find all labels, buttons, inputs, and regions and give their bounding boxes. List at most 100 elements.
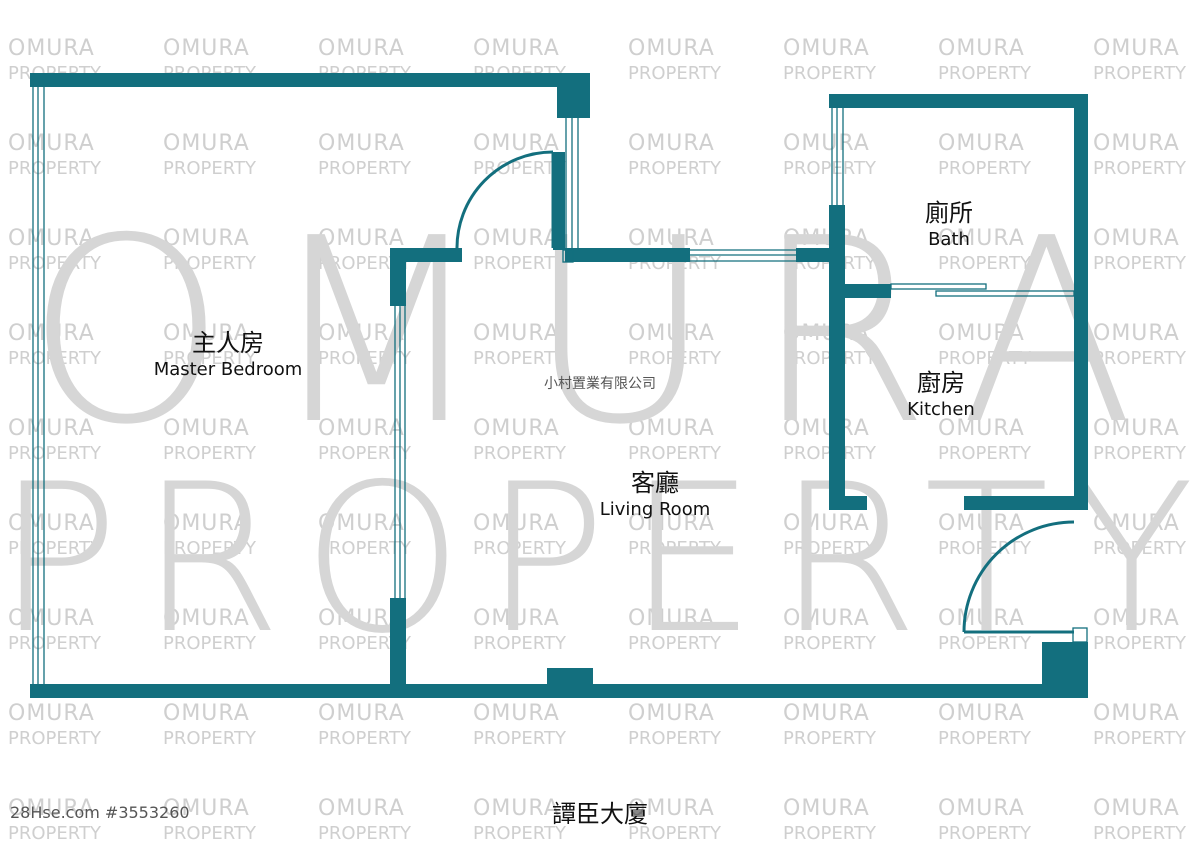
watermark-tile-subtitle: PROPERTY (938, 63, 1032, 84)
wall-inner-stub (390, 248, 462, 262)
bath-en: Bath (928, 229, 970, 250)
watermark-tile-subtitle: PROPERTY (318, 823, 412, 844)
wall-bottom-bump (547, 668, 593, 686)
watermark-tile-subtitle: PROPERTY (8, 823, 102, 844)
wall-corner-bottom-right (1042, 642, 1088, 698)
watermark-tile-subtitle: PROPERTY (938, 823, 1032, 844)
wall-inner-vertical-bottom (390, 598, 406, 698)
watermark-tile-name: OMURA (8, 606, 95, 631)
watermark-tile-name: OMURA (318, 36, 405, 61)
watermark-tile-name: OMURA (473, 226, 560, 251)
watermark-tile-name: OMURA (8, 796, 95, 821)
watermark-tile-name: OMURA (473, 36, 560, 61)
watermark-tile-subtitle: PROPERTY (1093, 633, 1187, 654)
watermark-tile-subtitle: PROPERTY (628, 728, 722, 749)
watermark-tile-subtitle: PROPERTY (628, 158, 722, 179)
watermark-tile-name: OMURA (628, 131, 715, 156)
watermark-tile-subtitle: PROPERTY (318, 728, 412, 749)
watermark-tile-subtitle: PROPERTY (473, 443, 567, 464)
wall-service-left (829, 205, 845, 510)
wall-corner-block (557, 73, 590, 118)
watermark-tile-subtitle: PROPERTY (318, 538, 412, 559)
watermark-tile-name: OMURA (163, 416, 250, 441)
watermark-tile-name: OMURA (1093, 511, 1180, 536)
company-name: 小村置業有限公司 (544, 376, 656, 392)
watermark-tile-name: OMURA (1093, 36, 1180, 61)
watermark-tile-subtitle: PROPERTY (473, 158, 567, 179)
watermark-tile-name: OMURA (318, 416, 405, 441)
master-bedroom-zh: 主人房 (192, 329, 264, 357)
building-name: 譚臣大廈 (552, 800, 648, 828)
windows (32, 87, 1088, 684)
watermark-tile-name: OMURA (8, 131, 95, 156)
watermark-tile-subtitle: PROPERTY (938, 443, 1032, 464)
watermark-tile-name: OMURA (938, 701, 1025, 726)
watermark-tile-subtitle: PROPERTY (938, 348, 1032, 369)
watermark-tile-subtitle: PROPERTY (783, 63, 877, 84)
watermark-tile-name: OMURA (1093, 701, 1180, 726)
doors (455, 150, 1075, 634)
watermark-tile-name: OMURA (783, 511, 870, 536)
watermark-tile-subtitle: PROPERTY (783, 158, 877, 179)
watermark-tile-subtitle: PROPERTY (783, 538, 877, 559)
kitchen-en: Kitchen (907, 399, 975, 420)
watermark-tile-name: OMURA (163, 131, 250, 156)
listing-reference: 28Hse.com #3553260 (10, 803, 190, 822)
watermark-tile-name: OMURA (163, 701, 250, 726)
watermark-tile-name: OMURA (163, 796, 250, 821)
watermark-tile-name: OMURA (473, 511, 560, 536)
watermark-tile-name: OMURA (473, 796, 560, 821)
watermark-tile-name: OMURA (8, 511, 95, 536)
watermark-tile-subtitle: PROPERTY (628, 823, 722, 844)
watermark-tile-name: OMURA (318, 511, 405, 536)
watermark-tile-name: OMURA (1093, 796, 1180, 821)
label-living-room: 客廳 Living Room (555, 468, 755, 522)
watermark-tile-name: OMURA (8, 701, 95, 726)
watermark-tile-subtitle: PROPERTY (473, 823, 567, 844)
watermark-tile-name: OMURA (938, 131, 1025, 156)
watermark-tile-subtitle: PROPERTY (783, 728, 877, 749)
watermark-tile-subtitle: PROPERTY (8, 253, 102, 274)
watermark-tile-subtitle: PROPERTY (1093, 348, 1187, 369)
living-room-zh: 客廳 (631, 469, 679, 497)
watermark-tile-name: OMURA (163, 226, 250, 251)
watermark-tile-subtitle: PROPERTY (628, 633, 722, 654)
label-master-bedroom: 主人房 Master Bedroom (128, 328, 328, 382)
watermark-tile-name: OMURA (628, 606, 715, 631)
wall-living-top (565, 248, 690, 262)
wall-kitchen-bottom-right (964, 496, 1088, 510)
watermark-tile-name: OMURA (628, 796, 715, 821)
wall-bath-kitchen (829, 284, 891, 298)
watermark-tile-name: OMURA (1093, 131, 1180, 156)
watermark-tile-subtitle: PROPERTY (938, 633, 1032, 654)
wall-kitchen-bottom-left (829, 496, 867, 510)
watermark-tile-subtitle: PROPERTY (163, 348, 257, 369)
watermark-tile-name: OMURA (8, 226, 95, 251)
watermark-tile-name: OMURA (628, 416, 715, 441)
watermark-tile-name: OMURA (783, 606, 870, 631)
watermark-tile-name: OMURA (1093, 321, 1180, 346)
watermark-tile-name: OMURA (938, 606, 1025, 631)
watermark-tile-name: OMURA (8, 416, 95, 441)
watermark-tile-name: OMURA (8, 321, 95, 346)
watermark-tile-name: OMURA (163, 321, 250, 346)
watermark-tile-name: OMURA (1093, 226, 1180, 251)
watermark-tile-subtitle: PROPERTY (163, 538, 257, 559)
watermark-tile-name: OMURA (163, 606, 250, 631)
watermark-tile-subtitle: PROPERTY (318, 253, 412, 274)
watermark-tile-subtitle: PROPERTY (938, 158, 1032, 179)
label-bath: 廁所 Bath (889, 198, 1009, 252)
watermark-tile-subtitle: PROPERTY (8, 348, 102, 369)
label-kitchen: 廚房 Kitchen (881, 368, 1001, 422)
wall-service-top (829, 94, 1088, 108)
watermark-tile-name: OMURA (318, 321, 405, 346)
wall-inner-vertical-top (390, 248, 406, 306)
watermark-tile-name: OMURA (938, 416, 1025, 441)
watermark-tile-subtitle: PROPERTY (783, 823, 877, 844)
watermark-tile-name: OMURA (938, 796, 1025, 821)
watermark-tile-name: OMURA (628, 701, 715, 726)
watermark-tile-name: OMURA (163, 36, 250, 61)
watermark-tile-name: OMURA (783, 36, 870, 61)
watermark-tile-name: OMURA (473, 701, 560, 726)
